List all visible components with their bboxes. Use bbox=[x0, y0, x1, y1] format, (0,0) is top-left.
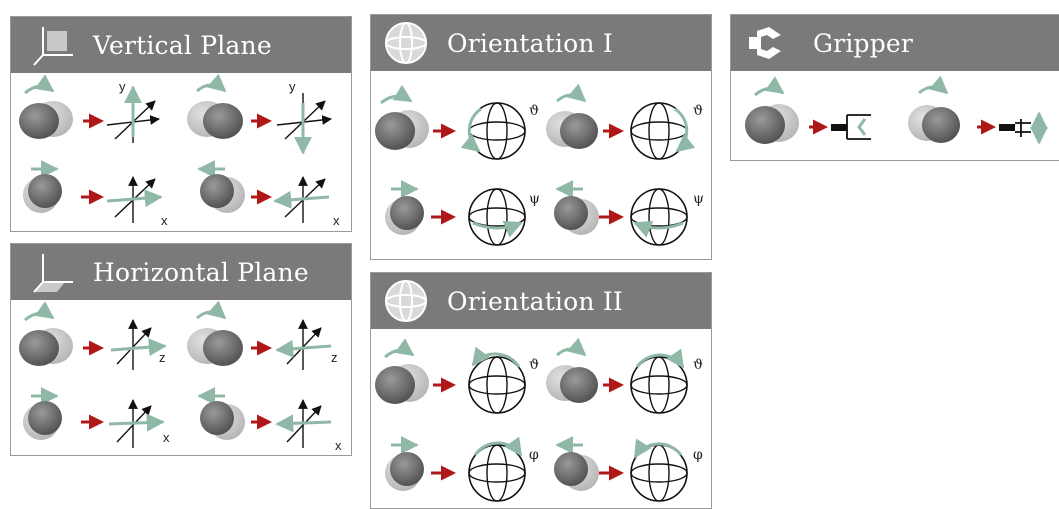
head-tilt-mapping: ϑ bbox=[375, 338, 539, 414]
panel-title: Orientation I bbox=[447, 29, 613, 58]
head-tilt-mapping bbox=[908, 75, 1048, 145]
panel-gripper: Gripper bbox=[730, 14, 1059, 161]
sphere-icon: φ bbox=[630, 438, 703, 502]
angle-theta-label: ϑ bbox=[529, 103, 539, 119]
angle-theta-label: ϑ bbox=[693, 103, 703, 119]
axis-x-label: x bbox=[333, 213, 340, 228]
sphere-icon: ϑ bbox=[468, 346, 539, 414]
head-shift-mapping: ψ bbox=[385, 180, 540, 246]
head-shift-mapping: x bbox=[23, 387, 170, 448]
sphere-icon bbox=[385, 280, 427, 322]
sphere-icon: ψ bbox=[630, 188, 704, 246]
sphere-icon bbox=[385, 22, 427, 64]
angle-psi-label: ψ bbox=[529, 191, 540, 207]
angle-psi-label: ψ bbox=[693, 191, 704, 207]
panel-vertical-plane: Vertical Plane y bbox=[10, 16, 352, 232]
head-shift-mapping: x bbox=[23, 160, 168, 228]
3d-axes-vertical-plane-icon bbox=[33, 27, 73, 66]
sphere-icon: ϑ bbox=[460, 102, 539, 160]
panel-title: Gripper bbox=[813, 29, 914, 58]
axis-x-label: x bbox=[335, 438, 342, 453]
orientation-2-mappings: ϑ ϑ φ bbox=[375, 337, 703, 502]
head-tilt-mapping bbox=[745, 76, 871, 144]
panel-orientation-2: Orientation II ϑ bbox=[370, 272, 712, 509]
head-shift-mapping: x bbox=[197, 387, 342, 453]
head-tilt-mapping: z bbox=[187, 300, 338, 370]
3d-axes-diagram: z bbox=[110, 319, 167, 370]
axis-y-label: y bbox=[289, 79, 296, 94]
angle-phi-label: φ bbox=[529, 447, 539, 463]
panel-header: Vertical Plane bbox=[11, 17, 351, 73]
sphere-icon: φ bbox=[468, 436, 539, 502]
angle-theta-label: ϑ bbox=[693, 357, 703, 373]
orientation-1-mappings: ϑ ϑ bbox=[375, 83, 704, 246]
panel-header: Horizontal Plane bbox=[11, 244, 351, 300]
panel-header: Orientation I bbox=[371, 15, 711, 71]
axis-y-label: y bbox=[119, 79, 126, 94]
panel-header: Gripper bbox=[731, 15, 1059, 71]
3d-axes-diagram: x bbox=[108, 399, 170, 448]
head-shift-mapping: ψ bbox=[554, 180, 704, 246]
axis-x-label: x bbox=[163, 430, 170, 445]
panel-orientation-1: Orientation I ϑ bbox=[370, 14, 712, 260]
head-tilt-mapping: y bbox=[19, 74, 160, 143]
axis-z-label: z bbox=[159, 350, 166, 365]
3d-axes-diagram: y bbox=[106, 79, 160, 143]
vertical-plane-mappings: y y x bbox=[19, 73, 340, 228]
axis-x-label: x bbox=[161, 213, 168, 228]
3d-axes-horizontal-plane-icon bbox=[33, 254, 73, 293]
head-shift-mapping: φ bbox=[385, 436, 539, 502]
angle-theta-label: ϑ bbox=[529, 357, 539, 373]
gripper-mappings bbox=[745, 75, 1048, 145]
head-tilt-mapping: ϑ bbox=[375, 84, 539, 160]
panel-title: Vertical Plane bbox=[93, 31, 272, 60]
3d-axes-diagram: x bbox=[275, 399, 342, 453]
head-tilt-mapping: ϑ bbox=[546, 83, 703, 160]
head-tilt-mapping: y bbox=[187, 73, 332, 155]
gripper-open-icon bbox=[831, 114, 871, 140]
angle-phi-label: φ bbox=[693, 447, 703, 463]
3d-axes-diagram: y bbox=[276, 79, 332, 155]
gripper-closed-icon bbox=[999, 111, 1048, 145]
horizontal-plane-mappings: z z x bbox=[19, 300, 342, 453]
sphere-icon: ϑ bbox=[630, 102, 703, 160]
3d-axes-diagram: x bbox=[106, 176, 168, 228]
sphere-icon: ψ bbox=[468, 188, 540, 246]
axis-z-label: z bbox=[331, 350, 338, 365]
gripper-claw-icon bbox=[749, 27, 781, 59]
head-tilt-mapping: z bbox=[19, 301, 167, 370]
panel-header: Orientation II bbox=[371, 273, 711, 329]
3d-axes-diagram: x bbox=[273, 176, 340, 228]
panel-title: Orientation II bbox=[447, 287, 623, 316]
3d-axes-diagram: z bbox=[275, 319, 338, 370]
head-tilt-mapping: ϑ bbox=[546, 337, 703, 414]
panel-horizontal-plane: Horizontal Plane z z bbox=[10, 243, 352, 456]
panel-title: Horizontal Plane bbox=[93, 258, 309, 287]
head-shift-mapping: φ bbox=[554, 436, 703, 502]
sphere-icon: ϑ bbox=[630, 348, 703, 414]
head-shift-mapping: x bbox=[197, 160, 340, 228]
